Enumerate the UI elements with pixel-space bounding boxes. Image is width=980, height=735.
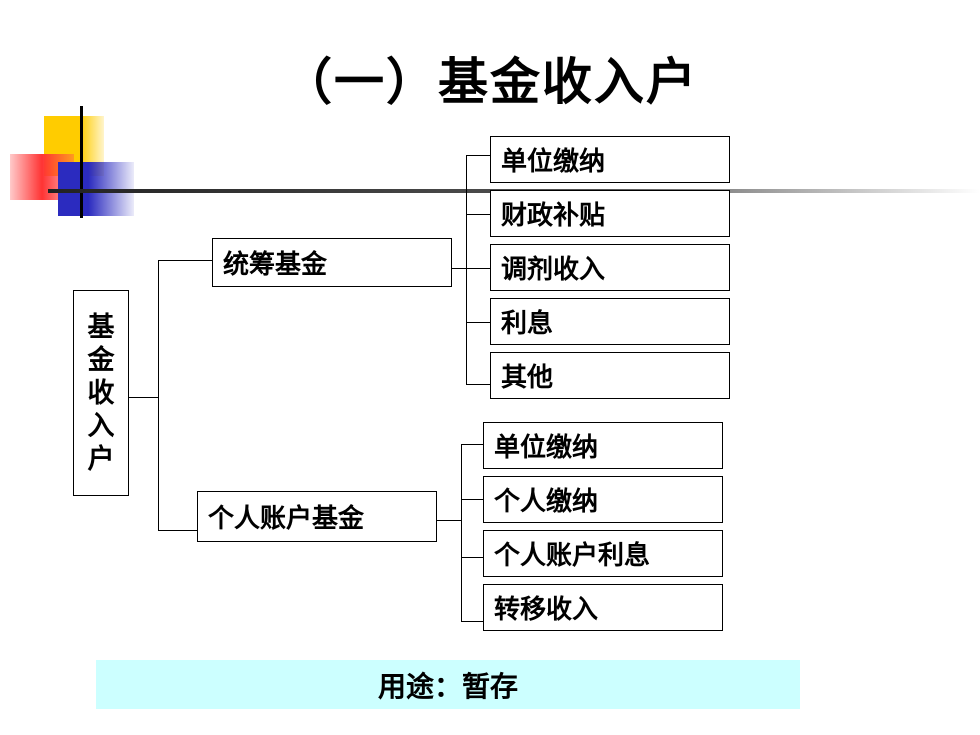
leaf-box: 财政补贴 — [490, 190, 730, 237]
connector — [461, 557, 484, 558]
connector — [158, 260, 159, 530]
connector — [466, 384, 490, 385]
leaf-box: 调剂收入 — [490, 244, 730, 291]
usage-note: 用途：暂存 — [96, 660, 800, 709]
connector — [461, 621, 484, 622]
root-char: 金 — [87, 344, 115, 376]
deco-vertical-line — [80, 106, 83, 218]
leaf-box: 个人缴纳 — [483, 476, 723, 523]
connector — [466, 155, 467, 385]
branch-box-personal-account-fund: 个人账户基金 — [197, 491, 437, 542]
leaf-box: 转移收入 — [483, 584, 723, 631]
connector — [461, 444, 484, 445]
connector — [129, 397, 159, 398]
connector — [158, 260, 213, 261]
leaf-box: 利息 — [490, 298, 730, 345]
connector — [437, 520, 462, 521]
leaf-box: 个人账户利息 — [483, 530, 723, 577]
leaf-box: 单位缴纳 — [490, 136, 730, 183]
connector — [452, 268, 490, 269]
root-char: 入 — [87, 410, 115, 442]
connector — [461, 499, 484, 500]
branch-box-pooled-fund: 统筹基金 — [212, 238, 452, 287]
connector — [158, 530, 198, 531]
leaf-box: 单位缴纳 — [483, 422, 723, 469]
root-char: 户 — [87, 443, 115, 475]
root-box: 基 金 收 入 户 — [73, 290, 129, 496]
leaf-box: 其他 — [490, 352, 730, 399]
corner-decoration — [0, 100, 140, 220]
connector — [466, 214, 490, 215]
root-char: 收 — [87, 377, 115, 409]
connector — [461, 444, 462, 622]
root-char: 基 — [87, 311, 115, 343]
connector — [466, 155, 490, 156]
page-title: （一）基金收入户 — [282, 53, 698, 111]
connector — [466, 322, 490, 323]
